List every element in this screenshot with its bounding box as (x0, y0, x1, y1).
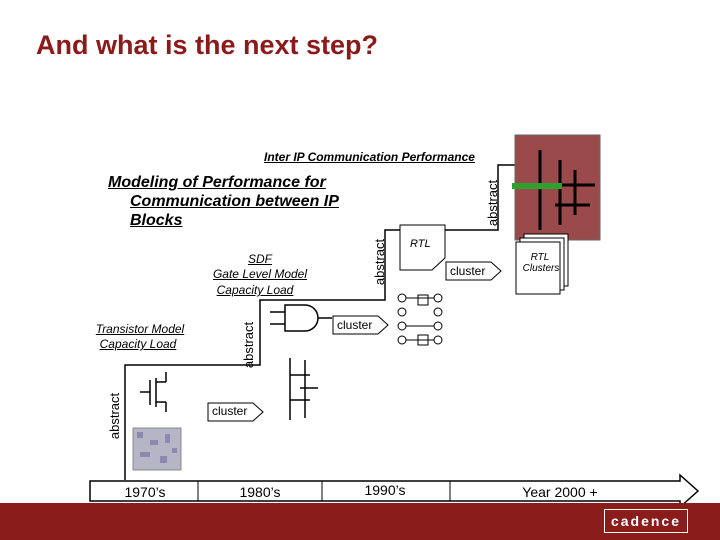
and-gate-icon (270, 305, 332, 331)
modeling-line3: Blocks (130, 212, 182, 230)
cluster-label-3: cluster (450, 264, 485, 278)
rtl-clusters-line1: RTL (520, 252, 560, 263)
era-1990s: 1990’s (330, 482, 440, 498)
sdf-line3: Capacity Load (195, 283, 315, 297)
transistor-line2: Capacity Load (78, 337, 198, 351)
inter-ip-label: Inter IP Communication Performance (264, 150, 475, 164)
rtl-label: RTL (410, 238, 431, 250)
transistor-line1: Transistor Model (80, 322, 200, 336)
modeling-line2: Communication between IP (130, 193, 339, 211)
modeling-line1: Modeling of Performance for (108, 174, 326, 192)
abstract-label-4: abstract (485, 178, 501, 228)
transistor-icon (140, 372, 166, 412)
era-1970s: 1970’s (95, 484, 195, 500)
rtl-clusters-line2: Clusters (516, 263, 566, 274)
cluster-label-1: cluster (212, 404, 247, 418)
era-1980s: 1980’s (205, 484, 315, 500)
cmos-circuit-icon (290, 358, 318, 420)
sdf-line2: Gate Level Model (195, 267, 325, 281)
cluster-label-2: cluster (337, 318, 372, 332)
sdf-line1: SDF (200, 252, 320, 266)
ip-bus-icon (512, 183, 562, 189)
abstract-label-3: abstract (372, 237, 388, 287)
gate-netlist-icon (398, 294, 442, 345)
era-2000: Year 2000 + (480, 484, 640, 500)
abstract-label-1: abstract (107, 391, 123, 441)
cadence-logo: cadence (604, 509, 688, 533)
abstract-label-2: abstract (241, 320, 257, 370)
